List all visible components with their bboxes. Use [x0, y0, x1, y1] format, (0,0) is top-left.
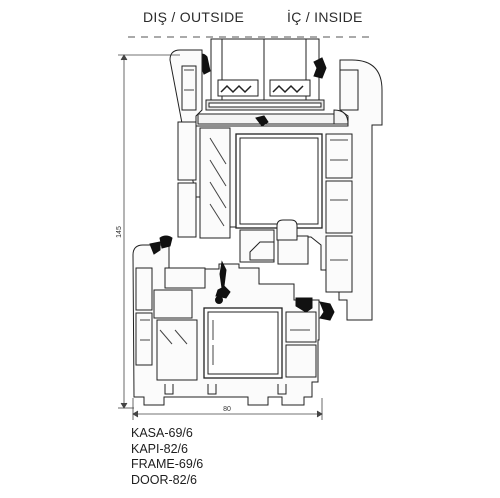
- outside-label: DIŞ / OUTSIDE: [143, 9, 245, 25]
- width-dimension-label: 80: [223, 406, 231, 413]
- legend-item-door: DOOR-82/6: [131, 472, 197, 487]
- inside-label: İÇ / INSIDE: [287, 9, 363, 25]
- legend-item-kasa: KASA-69/6: [131, 426, 193, 440]
- inner-glazing-gasket: [313, 57, 327, 79]
- frame-profile: [132, 244, 320, 406]
- height-dimension: [118, 54, 180, 409]
- height-dimension-label: 145: [116, 226, 123, 238]
- legend-item-frame: FRAME-69/6: [131, 457, 204, 472]
- width-dimension: [132, 398, 323, 420]
- glass-unit: [205, 38, 325, 111]
- sash-clip: [249, 219, 298, 261]
- frame-gasket-left: [149, 235, 173, 255]
- frame-gasket-right: [319, 301, 335, 321]
- legend-item-kapi: KAPI-82/6: [131, 441, 188, 456]
- sash-profile: [169, 49, 383, 321]
- frame-gasket-center: [215, 260, 231, 304]
- profile-legend: KASA-69/6 KAPI-82/6 FRAME-69/6 DOOR-82/6: [131, 426, 203, 488]
- sash-drip-gasket: [255, 115, 313, 313]
- glazing-bead: [197, 109, 349, 125]
